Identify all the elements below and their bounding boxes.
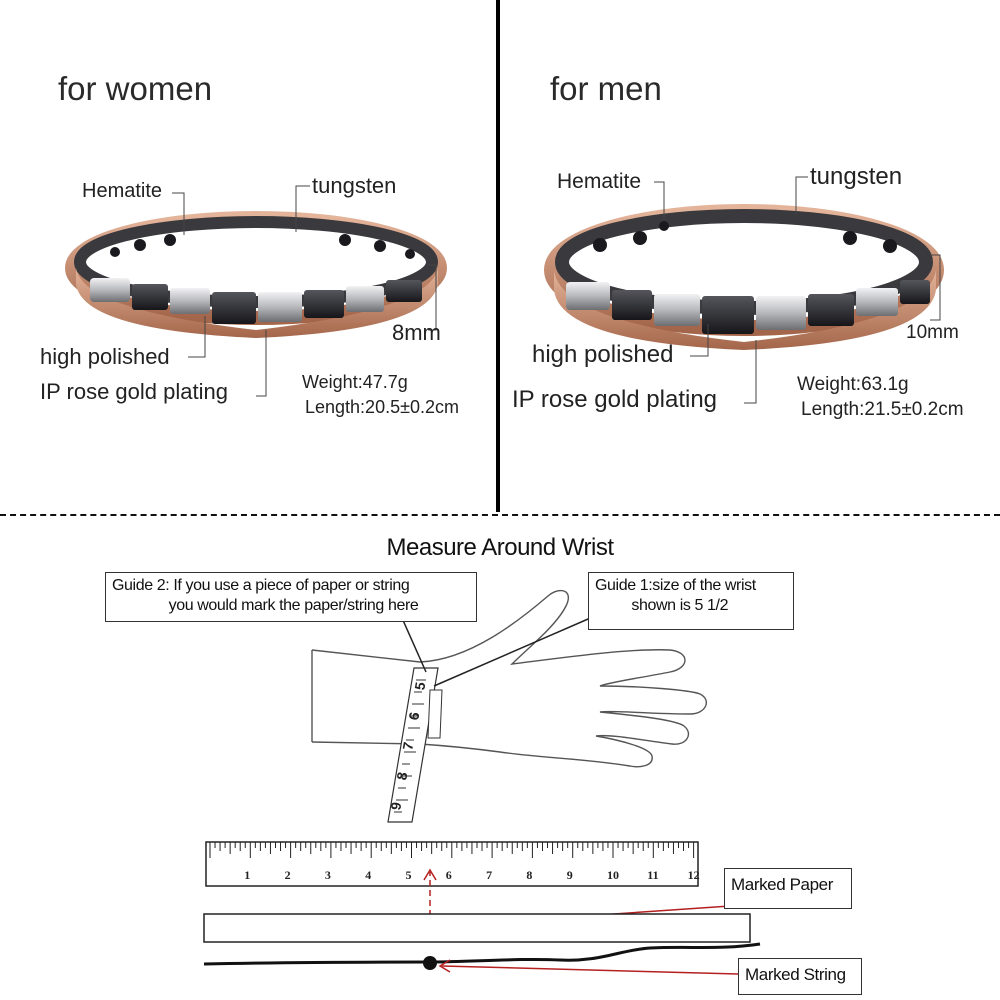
women-plating-label: IP rose gold plating <box>40 379 228 404</box>
marked-string <box>203 942 761 966</box>
guide1-text: Guide 1:size of the wrist shown is 5 1/2 <box>595 577 756 614</box>
marked-string-label-box: Marked String <box>738 958 862 995</box>
ruler-number: 10 <box>607 868 619 882</box>
marked-string-label: Marked String <box>745 965 846 984</box>
women-tungsten-label: tungsten <box>312 173 397 198</box>
men-plating-label: IP rose gold plating <box>512 386 718 413</box>
marked-paper-label: Marked Paper <box>731 875 833 894</box>
women-length: Length:20.5±0.2cm <box>305 397 459 417</box>
ruler-number: 7 <box>486 868 493 882</box>
women-heading: for women <box>58 70 213 107</box>
ruler-number: 11 <box>647 868 659 882</box>
guide1-box: Guide 1:size of the wrist shown is 5 1/2 <box>588 572 794 630</box>
marked-paper-strip <box>203 913 751 943</box>
men-length: Length:21.5±0.2cm <box>801 399 964 420</box>
men-weight: Weight:63.1g <box>797 374 909 395</box>
women-weight: Weight:47.7g <box>302 372 408 392</box>
guide2-pointer <box>401 617 427 673</box>
measuring-tape <box>387 667 443 823</box>
marked-paper-label-box: Marked Paper <box>724 868 852 909</box>
men-tungsten-label: tungsten <box>810 163 903 190</box>
men-polished-label: high polished <box>532 341 674 368</box>
men-callouts <box>654 176 941 404</box>
string-marker-arrow <box>438 959 739 975</box>
ruler <box>205 841 699 887</box>
ruler-number: 12 <box>687 868 700 882</box>
ruler-number: 1 <box>244 868 251 882</box>
guide2-box: Guide 2: If you use a piece of paper or … <box>105 572 477 622</box>
guide2-text: Guide 2: If you use a piece of paper or … <box>112 577 419 614</box>
guide1-pointer <box>433 615 596 687</box>
women-callouts <box>172 185 437 397</box>
men-bracelet-image <box>544 204 944 350</box>
men-width-label: 10mm <box>906 322 959 343</box>
horizontal-dashed-divider <box>0 514 1000 516</box>
ruler-number: 2 <box>284 868 291 882</box>
string-knot-marker <box>423 956 437 970</box>
men-hematite-label: Hematite <box>557 170 642 193</box>
vertical-divider <box>496 0 500 512</box>
women-bracelet-image <box>65 211 447 338</box>
ruler-number: 6 <box>445 868 452 882</box>
women-polished-label: high polished <box>40 344 170 369</box>
ruler-number: 8 <box>526 868 533 882</box>
ruler-number: 4 <box>365 868 372 882</box>
women-hematite-label: Hematite <box>82 180 163 202</box>
measure-title: Measure Around Wrist <box>386 534 615 561</box>
ruler-number: 9 <box>566 868 573 882</box>
hand-outline <box>311 589 708 768</box>
women-width-label: 8mm <box>392 320 441 345</box>
ruler-number: 3 <box>324 868 331 882</box>
men-heading: for men <box>550 70 662 107</box>
ruler-number: 5 <box>405 868 412 882</box>
